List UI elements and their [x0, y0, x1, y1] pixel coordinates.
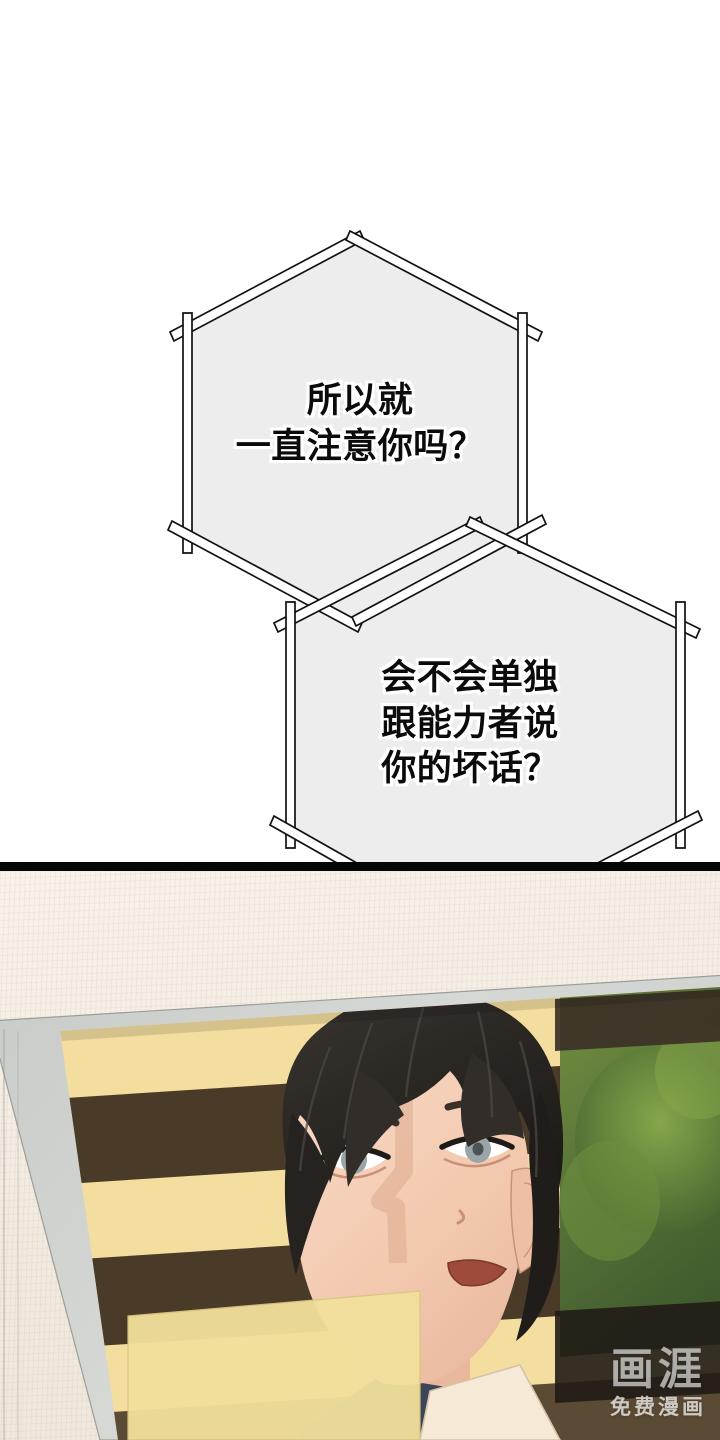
photo-image-area: [60, 987, 720, 1440]
window-bar-bottom: [555, 1299, 720, 1403]
character-mouth: [447, 1259, 508, 1287]
character-hair-side-strand: [516, 1091, 560, 1341]
foliage-blob-3: [655, 1023, 720, 1119]
yellow-card: [127, 1290, 421, 1440]
bubble-2-text: 会不会单独 跟能力者说 你的坏话？: [381, 658, 559, 788]
comic-panel-bottom: 画涯 免费漫画: [0, 871, 720, 1440]
panel-divider: [0, 862, 720, 871]
window-bar-top: [555, 987, 720, 1051]
character-hair-bang-mid: [345, 1071, 404, 1187]
photo-scene: [0, 974, 720, 1440]
character-hair: [282, 990, 564, 1227]
bubble-1-text: 所以就 一直注意你吗？: [235, 381, 485, 466]
character-hair-bang-left: [284, 1113, 330, 1275]
foliage-blob-2: [560, 1141, 660, 1261]
character-cheek-shadow: [371, 1063, 413, 1264]
character-hair-highlights: [298, 1004, 538, 1178]
photo-mat-shadow: [60, 987, 720, 1041]
character-nose: [456, 1209, 465, 1225]
held-paper: [419, 1364, 562, 1440]
